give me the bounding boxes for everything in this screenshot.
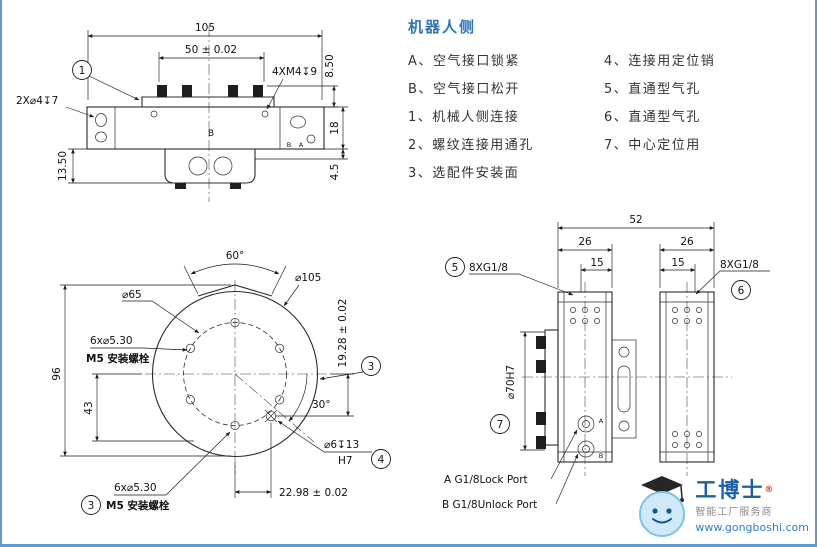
- note-dowel: ⌀6↧13: [324, 439, 359, 451]
- legend-item-b: B、空气接口松开: [408, 82, 520, 97]
- balloon-3: [361, 356, 381, 376]
- body-label-b: B: [208, 129, 214, 139]
- dim-45: 4.5: [329, 164, 341, 181]
- side-body-left: A B: [536, 291, 637, 463]
- centerlines: [145, 280, 330, 474]
- legend-item-3: 3、选配件安装面: [408, 166, 520, 181]
- dim-bolt-span: 50 ± 0.02: [185, 44, 237, 56]
- watermark-text: 工博士® 智能工厂服务商 www.gongboshi.com: [695, 479, 809, 534]
- balloon-3-label: 3: [368, 361, 375, 373]
- note-thread-m4: 4XM4↧9: [272, 66, 317, 78]
- dim-1350: 13.50: [57, 151, 69, 181]
- flange-body: [151, 284, 319, 458]
- balloon-4-label: 4: [378, 454, 385, 466]
- dim-43: 43: [83, 401, 95, 414]
- watermark-url: www.gongboshi.com: [695, 520, 809, 534]
- watermark-tagline: 智能工厂服务商: [695, 506, 773, 518]
- watermark: 工博士® 智能工厂服务商 www.gongboshi.com: [635, 474, 809, 538]
- legend-column-2: 4、连接用定位销 5、直通型气孔 6、直通型气孔 7、中心定位用: [604, 54, 715, 194]
- cap-label-b: B: [287, 141, 291, 149]
- port-a-letter: A: [599, 417, 604, 425]
- balloon-6: [731, 280, 751, 300]
- registered-mark: ®: [764, 484, 776, 495]
- legend-title: 机器人侧: [408, 18, 477, 36]
- note-hole-d4: 2X⌀4↧7: [16, 95, 58, 107]
- port-b-letter: B: [599, 452, 603, 460]
- side-views: A B 52: [442, 214, 770, 511]
- dim-52: 52: [629, 214, 642, 226]
- lock-port: [577, 415, 595, 433]
- balloon-7-label: 7: [497, 419, 504, 431]
- legend-column-1: A、空气接口锁紧 B、空气接口松开 1、机械人侧连接 2、螺纹连接用通孔 3、选…: [408, 54, 604, 194]
- legend-item-a: A、空气接口锁紧: [408, 54, 520, 69]
- dim-d105: ⌀105: [295, 272, 321, 284]
- front-view: 105 50 ± 0.02 8.50 4XM4↧9 1 2X⌀4↧7 18: [16, 22, 348, 202]
- note-g18-right: 8XG1/8: [720, 259, 759, 271]
- cap-label-a: A: [299, 141, 304, 149]
- balloon-5-label: 5: [452, 262, 459, 274]
- dim-1928: 19.28 ± 0.02: [337, 299, 349, 368]
- note-bolts-bottom: 6x⌀5.30: [114, 482, 157, 494]
- note-dowel-fit: H7: [338, 455, 353, 467]
- gongboshi-logo-icon: [639, 476, 686, 537]
- balloon-1: [72, 60, 92, 80]
- dim-15-right: 15: [671, 257, 684, 269]
- brand-name: 工博士: [695, 477, 765, 502]
- side-body-right: [659, 291, 715, 463]
- flange-view: 60° ⌀65 ⌀105 6x⌀5.30 M5 安装螺栓 96 43 19.28…: [51, 250, 391, 515]
- legend-item-5: 5、直通型气孔: [604, 82, 701, 97]
- dim-26-left: 26: [578, 236, 592, 248]
- note-bolts-top-2: M5 安装螺栓: [86, 352, 150, 365]
- legend-item-2: 2、螺纹连接用通孔: [408, 138, 534, 153]
- legend-item-4: 4、连接用定位销: [604, 54, 716, 69]
- label-unlock-port: B G1/8Unlock Port: [442, 499, 537, 511]
- balloon-1-label: 1: [79, 65, 86, 77]
- dim-96: 96: [51, 367, 63, 381]
- legend-item-6: 6、直通型气孔: [604, 110, 701, 125]
- dim-d65: ⌀65: [122, 289, 142, 301]
- note-bolts-bottom-2: M5 安装螺栓: [106, 499, 170, 512]
- watermark-brand: 工博士®: [695, 479, 809, 501]
- balloon-7: [490, 414, 510, 434]
- balloon-3b: [81, 495, 101, 515]
- dowel-hole: [265, 410, 277, 422]
- legend-item-1: 1、机械人侧连接: [408, 110, 520, 125]
- dim-2298: 22.98 ± 0.02: [279, 487, 348, 499]
- balloon-3b-label: 3: [88, 500, 95, 512]
- label-lock-port: A G1/8Lock Port: [444, 474, 528, 486]
- dim-overall-width: 105: [195, 22, 215, 34]
- legend-item-7: 7、中心定位用: [604, 138, 701, 153]
- note-bolts-top: 6x⌀5.30: [90, 335, 133, 347]
- note-g18-left: 8XG1/8: [469, 262, 508, 274]
- centerlines: [522, 282, 732, 476]
- unlock-port: [577, 440, 595, 458]
- dim-d70h7: ⌀70H7: [505, 365, 517, 399]
- balloon-4: [371, 449, 391, 469]
- front-body: [86, 85, 325, 189]
- dim-30deg: 30°: [312, 399, 331, 411]
- dim-60deg: 60°: [226, 250, 245, 262]
- dim-850: 8.50: [324, 54, 336, 77]
- legend: 机器人侧 A、空气接口锁紧 B、空气接口松开 1、机械人侧连接 2、螺纹连接用通…: [408, 16, 808, 194]
- balloon-5: [445, 257, 465, 277]
- balloon-6-label: 6: [738, 285, 745, 297]
- dim-15-left: 15: [590, 257, 603, 269]
- dim-26-right: 26: [680, 236, 694, 248]
- dim-18: 18: [329, 121, 341, 134]
